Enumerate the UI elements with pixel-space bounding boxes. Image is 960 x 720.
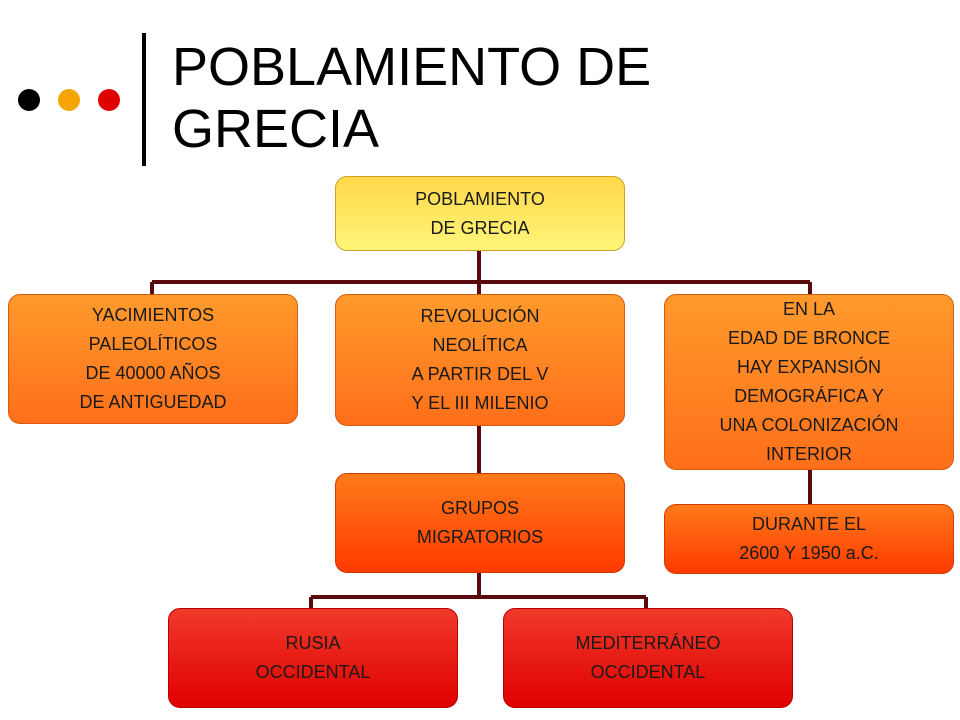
node-rusia-occidental: RUSIA OCCIDENTAL xyxy=(168,608,458,708)
node-text-line: OCCIDENTAL xyxy=(590,662,706,682)
node-yacimientos-paleoliticos: YACIMIENTOS PALEOLÍTICOS DE 40000 AÑOS D… xyxy=(8,294,298,424)
node-grupos-migratorios: GRUPOS MIGRATORIOS xyxy=(335,473,625,573)
node-text-line: DE 40000 AÑOS xyxy=(85,363,221,383)
bullet-dot-orange xyxy=(58,89,80,111)
node-text-line: EDAD DE BRONCE xyxy=(727,328,891,348)
node-text-line: PALEOLÍTICOS xyxy=(88,334,218,354)
node-text-line: RUSIA xyxy=(285,633,341,653)
node-revolucion-neolitica: REVOLUCIÓN NEOLÍTICA A PARTIR DEL V Y EL… xyxy=(335,294,625,426)
node-text-line: DE GRECIA xyxy=(430,217,530,238)
node-text-line: EN LA xyxy=(782,299,836,319)
node-text-line: UNA COLONIZACIÓN xyxy=(719,415,899,435)
node-text-line: REVOLUCIÓN xyxy=(420,306,540,326)
node-poblamiento-de-grecia: POBLAMIENTO DE GRECIA xyxy=(335,176,625,251)
node-text-line: YACIMIENTOS xyxy=(91,305,215,325)
bullet-dot-red xyxy=(98,89,120,111)
node-text-line: MEDITERRÁNEO xyxy=(575,633,721,653)
bullet-dot-black xyxy=(18,89,40,111)
node-text-line: DEMOGRÁFICA Y xyxy=(734,386,884,406)
title-divider xyxy=(142,33,146,166)
node-text-line: HAY EXPANSIÓN xyxy=(736,357,882,377)
node-text-line: Y EL III MILENIO xyxy=(411,393,549,413)
node-edad-de-bronce: EN LA EDAD DE BRONCE HAY EXPANSIÓN DEMOG… xyxy=(664,294,954,470)
title-line-1: POBLAMIENTO DE xyxy=(172,37,652,97)
node-mediterraneo-occidental: MEDITERRÁNEO OCCIDENTAL xyxy=(503,608,793,708)
node-text-line: 2600 Y 1950 a.C. xyxy=(739,543,879,563)
node-text-line: NEOLÍTICA xyxy=(432,335,528,355)
node-durante-2600-1950: DURANTE EL 2600 Y 1950 a.C. xyxy=(664,504,954,574)
node-text-line: DE ANTIGUEDAD xyxy=(79,392,227,412)
node-text-line: OCCIDENTAL xyxy=(255,662,371,682)
node-text-line: DURANTE EL xyxy=(751,514,867,534)
node-text-line: MIGRATORIOS xyxy=(416,527,544,547)
title-line-2: GRECIA xyxy=(172,99,380,159)
node-text-line: A PARTIR DEL V xyxy=(411,364,549,384)
node-text-line: POBLAMIENTO xyxy=(415,188,545,209)
node-text-line: GRUPOS xyxy=(440,498,519,518)
page-title: POBLAMIENTO DE GRECIA xyxy=(172,36,872,160)
node-text-line: INTERIOR xyxy=(765,444,852,464)
